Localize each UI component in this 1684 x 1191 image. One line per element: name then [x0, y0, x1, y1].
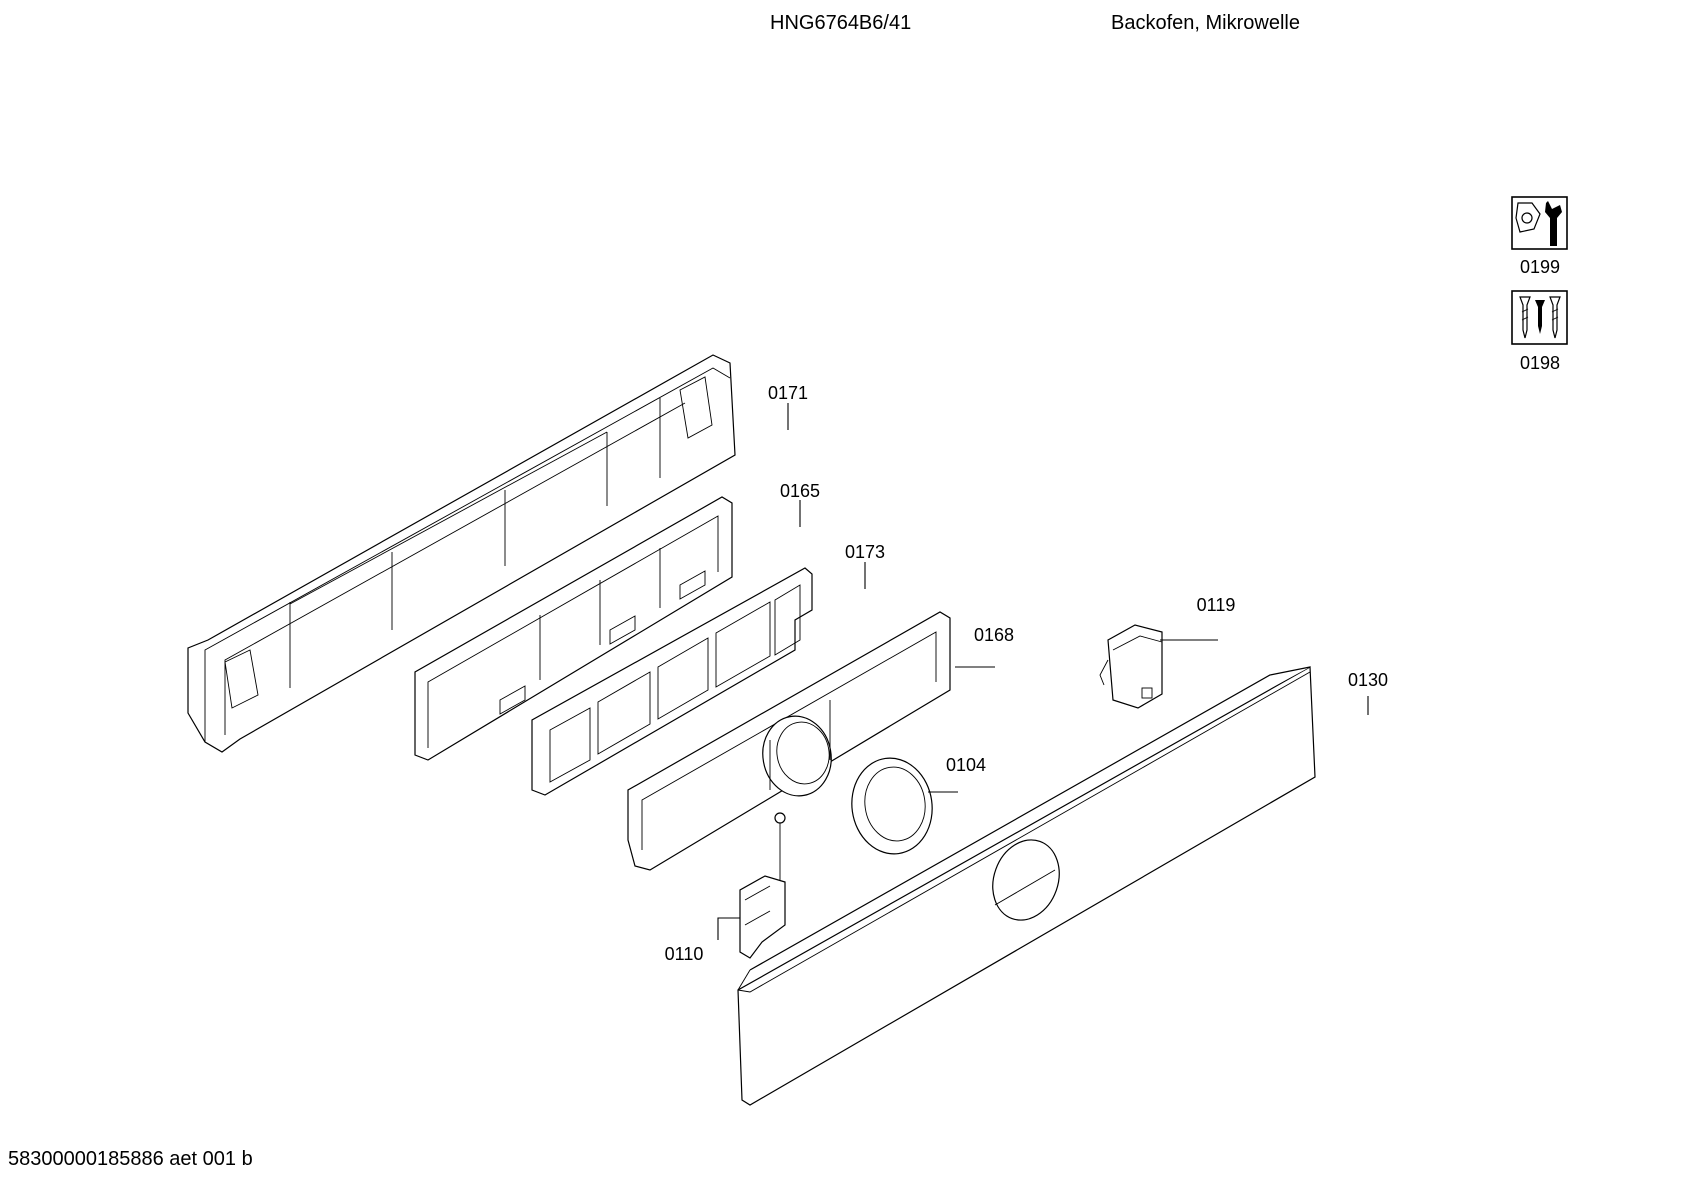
- wrench-nut-icon[interactable]: [1511, 196, 1568, 250]
- label-0173: 0173: [845, 542, 885, 562]
- label-0171: 0171: [768, 383, 808, 403]
- part-0104-ring[interactable]: [846, 753, 939, 859]
- tool-label-0199: 0199: [1520, 257, 1560, 277]
- label-0110: 0110: [665, 944, 704, 964]
- document-code: 58300000185886 aet 001 b: [8, 1148, 253, 1170]
- part-0165-carrier[interactable]: [414, 496, 733, 761]
- label-0165: 0165: [780, 481, 820, 501]
- part-0119-module[interactable]: [1099, 624, 1163, 709]
- part-0130-front-panel[interactable]: [737, 665, 1316, 1106]
- part-0171-frame[interactable]: [187, 354, 736, 753]
- label-0130: 0130: [1348, 670, 1388, 690]
- screws-icon[interactable]: [1511, 290, 1568, 345]
- part-0110-switch[interactable]: [739, 812, 786, 959]
- model-number: HNG6764B6/41: [770, 12, 912, 34]
- label-0104: 0104: [946, 755, 986, 775]
- label-0168: 0168: [974, 625, 1014, 645]
- label-0119: 0119: [1197, 595, 1236, 615]
- part-0173-control-module[interactable]: [531, 567, 813, 796]
- tool-label-0198: 0198: [1520, 353, 1560, 373]
- part-0168-front-frame[interactable]: [627, 611, 951, 871]
- appliance-description: Backofen, Mikrowelle: [1111, 12, 1300, 34]
